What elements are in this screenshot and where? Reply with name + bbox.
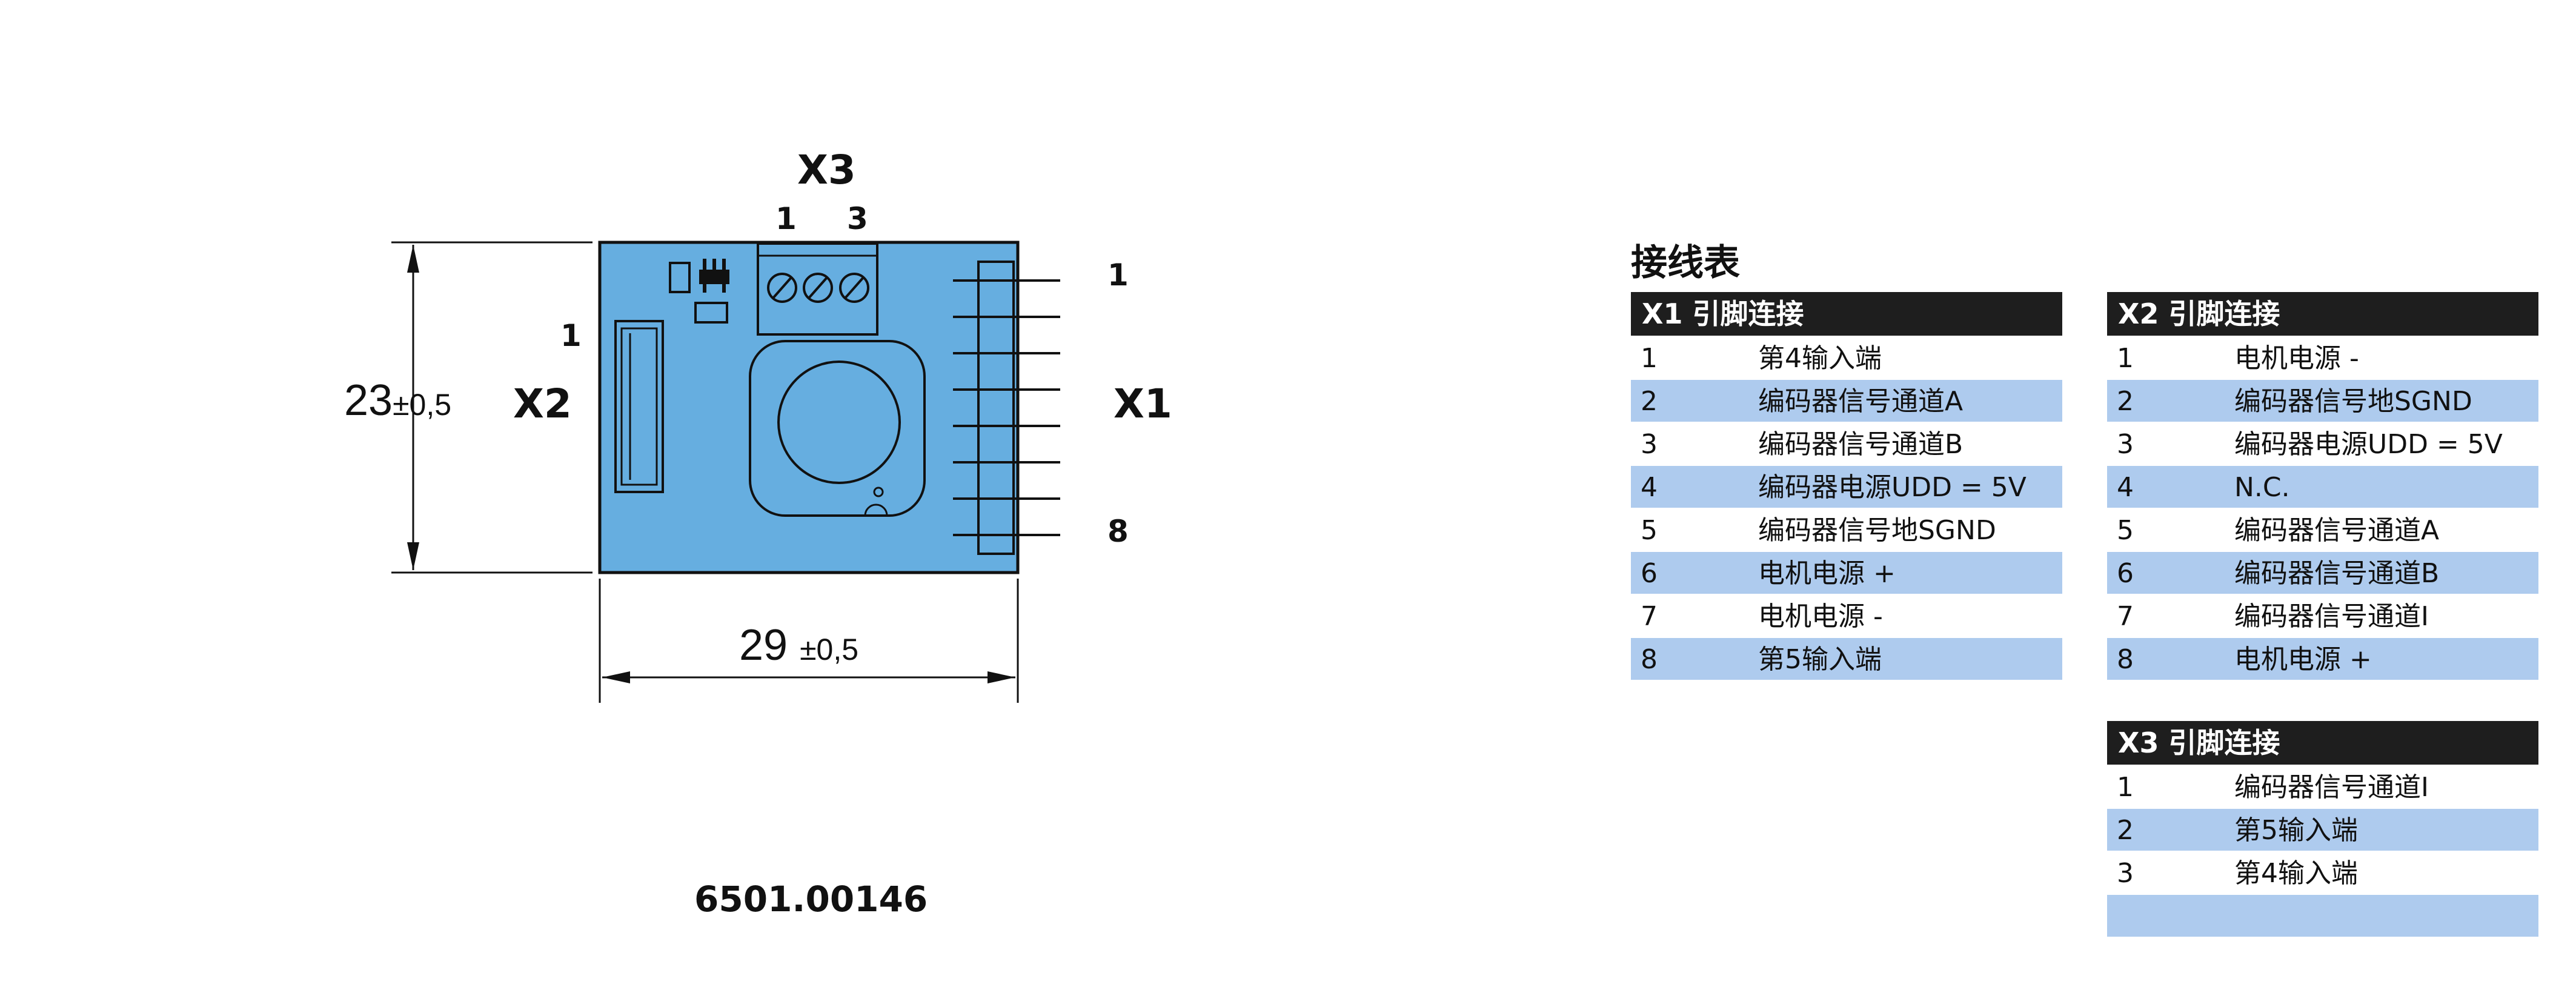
- pin-description: 编码器信号通道A: [1758, 386, 1964, 417]
- pin-description: N.C.: [2234, 472, 2290, 503]
- pin-description: 编码器信号通道A: [2234, 515, 2440, 546]
- small-component: [669, 262, 691, 293]
- x2-connector: [614, 320, 664, 493]
- sot-component: [699, 270, 729, 284]
- pin-number: 5: [1641, 515, 1658, 546]
- x1-pin-table: X1 引脚连接 1 第4输入端 2 编码器信号通道A 3 编码器信号通道B 4 编码器电…: [1631, 292, 2062, 680]
- pin-description: 电机电源 +: [1758, 558, 1896, 589]
- pin-number: 1: [2117, 343, 2134, 374]
- board-drawing: X3 1 3 1 X2 1 X1 8 23±0,5 29 ±0,5 6501.0…: [0, 0, 1172, 988]
- table-row: 4 N.C.: [2107, 465, 2538, 508]
- table-row: 4 编码器电源UDD = 5V: [1631, 465, 2062, 508]
- table-row: 7 电机电源 -: [1631, 594, 2062, 637]
- pin-description: 第5输入端: [1758, 644, 1882, 675]
- pin-description: 编码器信号通道B: [2234, 558, 2440, 589]
- pin-number: 8: [1641, 644, 1658, 675]
- x2-table-header: X2 引脚连接: [2107, 292, 2538, 336]
- x1-header: [953, 261, 1078, 555]
- pin-number: 7: [2117, 601, 2134, 632]
- pin-description: 第4输入端: [1758, 343, 1882, 374]
- pin-description: 编码器电源UDD = 5V: [1758, 472, 2027, 503]
- pin-description: 第4输入端: [2234, 858, 2358, 889]
- table-row: 2 编码器信号通道A: [1631, 379, 2062, 422]
- x3-table-header: X3 引脚连接: [2107, 721, 2538, 765]
- pin-number: 2: [2117, 815, 2134, 846]
- height-dimension-label: 23±0,5: [344, 376, 451, 425]
- pin-number: 1: [2117, 772, 2134, 803]
- pin-description: 第5输入端: [2234, 815, 2358, 846]
- x1-pin-last: 8: [1107, 514, 1129, 549]
- table-row: 1 电机电源 -: [2107, 336, 2538, 379]
- width-dimension-label: 29 ±0,5: [739, 620, 858, 670]
- pin-description: 编码器信号通道I: [2234, 601, 2429, 632]
- pin-number: 3: [2117, 858, 2134, 889]
- table-row: 5 编码器信号通道A: [2107, 508, 2538, 551]
- small-component-2: [694, 302, 728, 324]
- pin-number: 8: [2117, 644, 2134, 675]
- pin-description: 电机电源 -: [2234, 343, 2359, 374]
- table-row: 1 第4输入端: [1631, 336, 2062, 379]
- screw-3: [839, 273, 869, 303]
- x3-pin-first: 1: [775, 201, 797, 236]
- pin-description: 编码器信号地SGND: [2234, 386, 2472, 417]
- pin-number: 4: [2117, 472, 2134, 503]
- table-row: [2107, 894, 2538, 937]
- wiring-title: 接线表: [1631, 242, 1740, 284]
- x3-pin-last: 3: [847, 201, 868, 236]
- board-drawing-svg: [391, 241, 1078, 703]
- x1-table-header: X1 引脚连接: [1631, 292, 2062, 336]
- pin-number: 3: [2117, 429, 2134, 460]
- pin-number: 3: [1641, 429, 1658, 460]
- pin-description: 电机电源 +: [2234, 644, 2372, 675]
- table-row: 3 编码器信号通道B: [1631, 422, 2062, 465]
- x3-pin-table: X3 引脚连接 1 编码器信号通道I 2 第5输入端 3 第4输入端: [2107, 721, 2538, 937]
- table-row: 1 编码器信号通道I: [2107, 765, 2538, 808]
- pin-number: 1: [1641, 343, 1658, 374]
- table-row: 3 编码器电源UDD = 5V: [2107, 422, 2538, 465]
- table-row: 8 第5输入端: [1631, 637, 2062, 680]
- x3-label: X3: [797, 147, 856, 193]
- screw-1: [767, 273, 797, 303]
- x1-pin-first: 1: [1107, 257, 1129, 293]
- pin-description: 编码器信号地SGND: [1758, 515, 1996, 546]
- table-row: 7 编码器信号通道I: [2107, 594, 2538, 637]
- x2-pin-table: X2 引脚连接 1 电机电源 - 2 编码器信号地SGND 3 编码器电源UDD = …: [2107, 292, 2538, 680]
- height-dimension: [391, 241, 593, 574]
- pin-description: 编码器电源UDD = 5V: [2234, 429, 2503, 460]
- width-value: 29: [739, 621, 788, 669]
- pin-number: 5: [2117, 515, 2134, 546]
- table-row: 5 编码器信号地SGND: [1631, 508, 2062, 551]
- pin-number: 6: [2117, 558, 2134, 589]
- table-row: 6 电机电源 +: [1631, 551, 2062, 594]
- table-row: 6 编码器信号通道B: [2107, 551, 2538, 594]
- pin-description: 编码器信号通道I: [2234, 772, 2429, 803]
- part-number: 6501.00146: [694, 879, 928, 920]
- x1-label: X1: [1114, 380, 1172, 427]
- table-row: 3 第4输入端: [2107, 851, 2538, 894]
- table-row: 8 电机电源 +: [2107, 637, 2538, 680]
- x2-pin-first: 1: [560, 318, 582, 353]
- x2-label: X2: [513, 380, 572, 427]
- width-dimension: [599, 579, 1019, 703]
- width-tolerance: ±0,5: [800, 633, 859, 666]
- encoder-housing: [749, 340, 926, 517]
- table-row: 2 第5输入端: [2107, 808, 2538, 851]
- pin-description: 电机电源 -: [1758, 601, 1883, 632]
- pin-number: 6: [1641, 558, 1658, 589]
- screw-2: [803, 273, 833, 303]
- pin-number: 2: [2117, 386, 2134, 417]
- x3-terminal: [757, 242, 878, 336]
- pin-number: 2: [1641, 386, 1658, 417]
- pin-number: 7: [1641, 601, 1658, 632]
- pin-number: 4: [1641, 472, 1658, 503]
- pin-description: 编码器信号通道B: [1758, 429, 1964, 460]
- height-tolerance: ±0,5: [393, 388, 452, 422]
- table-row: 2 编码器信号地SGND: [2107, 379, 2538, 422]
- height-value: 23: [344, 376, 393, 425]
